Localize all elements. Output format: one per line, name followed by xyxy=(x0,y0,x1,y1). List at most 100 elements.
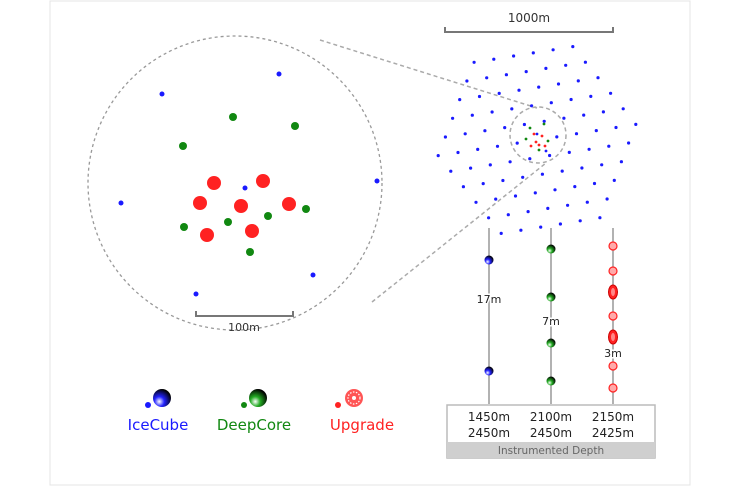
upgrade-depth-top: 2150m xyxy=(592,410,634,424)
deepcore-string xyxy=(264,212,272,220)
icecube-string-dot xyxy=(531,51,535,55)
icecube-string-dot xyxy=(621,107,625,111)
icecube-string-dot xyxy=(522,122,527,127)
module-spacing-label: 17m xyxy=(477,293,502,306)
icecube-string-dot xyxy=(560,169,564,173)
upgrade-string xyxy=(234,199,248,213)
inner-string-dot xyxy=(537,148,541,152)
icecube-string-dot xyxy=(449,169,453,173)
deepcore-string xyxy=(291,122,299,130)
icecube-string-dot xyxy=(566,203,570,207)
icecube-string xyxy=(374,178,380,184)
icecube-string-dot xyxy=(526,210,530,214)
depth-table: Instrumented Depth 1450m 2450m 2100m 245… xyxy=(446,404,656,459)
icecube-string xyxy=(310,272,316,278)
deepcore-depth-top: 2100m xyxy=(530,410,572,424)
zoom-line-top xyxy=(319,39,538,109)
legend-icecube: IceCube xyxy=(128,389,189,434)
optical-module-icon xyxy=(484,366,494,376)
icecube-string-dot xyxy=(515,141,519,145)
upgrade-depth-bottom: 2425m xyxy=(592,426,634,440)
icecube-array-grid xyxy=(436,45,638,235)
module-spacing-label: 7m xyxy=(542,315,560,328)
upgrade-degg-icon xyxy=(608,383,618,393)
icecube-string-dot xyxy=(564,63,568,67)
zoom-scale-bar: 100m xyxy=(195,311,294,334)
icecube-string-dot xyxy=(485,76,489,80)
legend-icecube-label: IceCube xyxy=(128,416,189,434)
upgrade-degg-icon xyxy=(608,311,618,321)
string-profiles: 17m 7m 3m xyxy=(475,228,623,404)
icecube-string-dot xyxy=(533,191,537,195)
optical-module-icon xyxy=(546,338,556,348)
icecube-string-dot xyxy=(530,104,534,108)
optical-module-icon xyxy=(484,255,494,265)
icecube-string xyxy=(242,185,248,191)
icecube-string-dot xyxy=(506,213,510,217)
zoom-line-bottom xyxy=(371,162,547,303)
inner-string-dot xyxy=(542,122,546,126)
string-deepcore: 7m xyxy=(541,228,561,404)
icecube-string-dot xyxy=(476,147,480,151)
string-upgrade: 3m xyxy=(603,228,623,404)
icecube-string-dot xyxy=(483,129,487,133)
legend-upgrade-label: Upgrade xyxy=(330,416,394,434)
icecube-string-dot xyxy=(571,45,575,49)
upgrade-string xyxy=(193,196,207,210)
deepcore-dom-icon xyxy=(249,389,267,407)
icecube-string-dot xyxy=(596,76,600,80)
icecube-string-dot xyxy=(585,200,589,204)
icecube-string-dot xyxy=(587,147,591,151)
icecube-string-dot xyxy=(627,141,631,145)
upgrade-module-icon xyxy=(345,389,363,407)
icecube-depth-bottom: 2450m xyxy=(468,426,510,440)
icecube-string-dot xyxy=(548,153,552,158)
icecube-string-dot xyxy=(607,144,611,148)
icecube-string-dot xyxy=(569,97,573,102)
legend-deepcore: DeepCore xyxy=(217,389,291,434)
icecube-string-dot xyxy=(469,166,473,170)
icecube-string-dot xyxy=(499,231,503,235)
icecube-string-dot xyxy=(504,73,508,77)
icecube-string-dot xyxy=(463,132,467,136)
icecube-string-dot xyxy=(555,135,559,139)
icecube-string-dot xyxy=(492,57,496,61)
upgrade-degg-icon xyxy=(608,241,618,251)
zoom-scale-label: 100m xyxy=(228,321,260,334)
icecube-string-dot xyxy=(517,88,521,92)
icecube-dom-icon xyxy=(153,389,171,407)
optical-module-icon xyxy=(546,376,556,386)
icecube-string-dot xyxy=(513,194,518,198)
icecube-string-dot xyxy=(490,110,494,114)
icecube-string-dot xyxy=(528,157,532,161)
icecube-string-dot xyxy=(558,222,563,226)
upgrade-degg-icon xyxy=(608,361,618,371)
icecube-string-dot xyxy=(508,160,512,164)
upgrade-string xyxy=(256,174,270,188)
icecube-string-dot xyxy=(497,91,501,95)
icecube-string-dot xyxy=(443,135,447,139)
array-scale-bar: 1000m xyxy=(444,11,614,33)
array-scale-label: 1000m xyxy=(508,11,550,25)
inner-string-dot xyxy=(528,126,532,130)
upgrade-string xyxy=(200,228,214,242)
upgrade-string xyxy=(282,197,296,211)
icecube-string-dot xyxy=(614,125,618,130)
zoom-region-circle xyxy=(509,106,567,164)
icecube-string-dot xyxy=(501,178,505,183)
icecube-string-dot xyxy=(540,172,545,176)
icecube-string-dot xyxy=(556,82,561,86)
icecube-string-dot xyxy=(544,66,548,70)
deepcore-string xyxy=(180,223,188,231)
icecube-string-dot xyxy=(494,197,498,201)
legend-upgrade: Upgrade xyxy=(330,389,394,434)
icecube-string-dot xyxy=(600,163,604,167)
icecube-string-dot xyxy=(594,129,598,133)
icecube-string-dot xyxy=(546,206,550,210)
icecube-depth-top: 1450m xyxy=(468,410,510,424)
inner-string-dot xyxy=(534,140,538,144)
icecube-string-dot xyxy=(583,60,588,64)
icecube-string xyxy=(159,91,165,97)
icecube-string-dot xyxy=(470,113,474,117)
icecube-string-dot xyxy=(456,150,460,155)
